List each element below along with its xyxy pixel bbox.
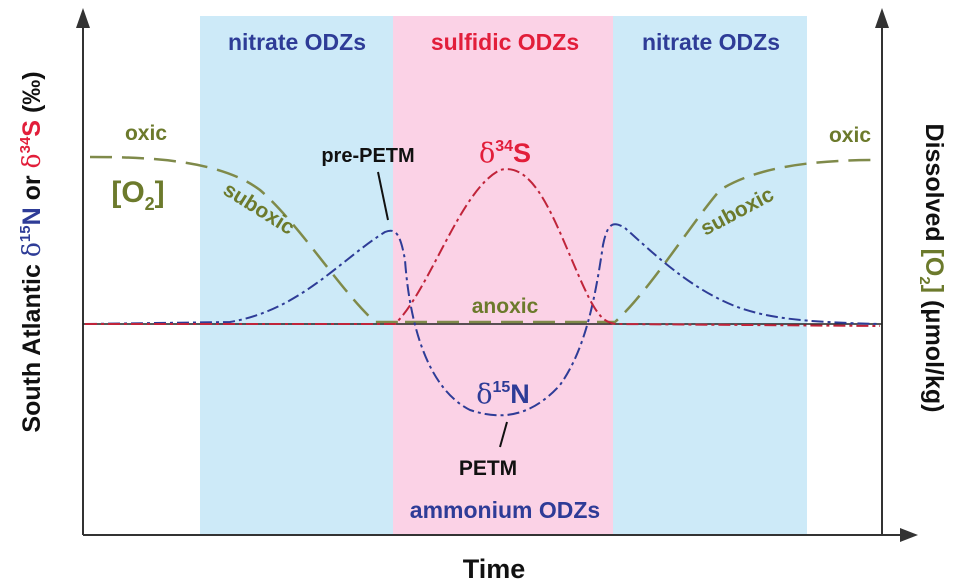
d34s-curve xyxy=(85,168,881,327)
o2-curve-left xyxy=(89,155,405,324)
nitrate-odz-band-right xyxy=(613,16,807,534)
o2-curve-right xyxy=(405,158,881,324)
x-axis-label: Time xyxy=(463,554,526,584)
y-axis-left-label: South Atlantic δ15N or δ34S (‰) xyxy=(17,71,46,432)
left-axis-arrowhead xyxy=(76,8,90,28)
nitrate-odz-label-left: nitrate ODZs xyxy=(228,29,366,55)
bottom-axis-arrowhead xyxy=(900,528,918,542)
oxic-label-right: oxic xyxy=(829,124,871,147)
sulfidic-odz-label: sulfidic ODZs xyxy=(431,29,579,55)
o2-label: [O2] xyxy=(111,176,164,214)
y-axis-right-label: Dissolved [O2] (μmol/kg) xyxy=(916,124,948,413)
sulfidic-odz-band xyxy=(393,16,613,534)
petm-label: PETM xyxy=(459,457,517,480)
petm-pointer xyxy=(499,421,508,448)
d15n-label: δ15N xyxy=(476,379,530,410)
nitrate-odz-band-left xyxy=(200,16,393,534)
pre-petm-label: pre-PETM xyxy=(321,145,414,167)
right-axis-arrowhead xyxy=(875,8,889,28)
oxic-label-left: oxic xyxy=(125,122,167,145)
d34s-label: δ34S xyxy=(479,138,531,169)
d15n-curve xyxy=(84,223,881,417)
pre-petm-pointer xyxy=(377,171,389,221)
anoxic-label: anoxic xyxy=(472,295,539,318)
nitrate-odz-label-right: nitrate ODZs xyxy=(642,29,780,55)
axes xyxy=(82,24,905,536)
ammonium-odz-label: ammonium ODZs xyxy=(410,497,600,523)
